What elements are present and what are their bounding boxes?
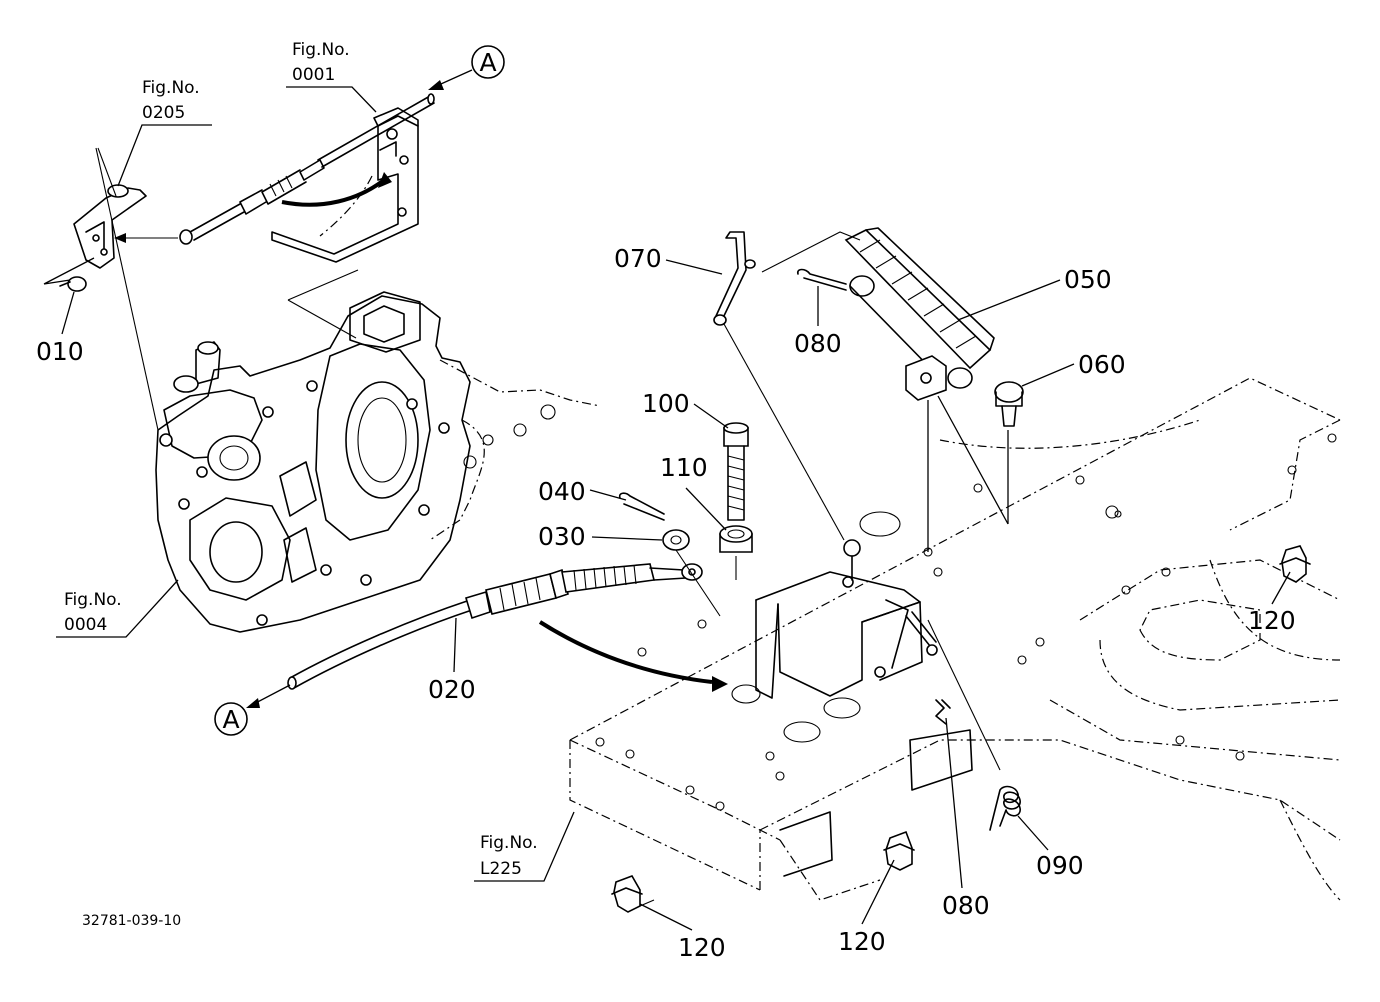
label-110: 110 — [660, 453, 727, 531]
label-060: 060 — [1021, 350, 1126, 387]
washer-030 — [662, 529, 721, 617]
part-number-120-middle: 120 — [838, 927, 886, 956]
rod-070 — [713, 231, 861, 541]
part-number-110: 110 — [660, 453, 708, 482]
label-120-left: 120 — [639, 903, 726, 962]
label-010: 010 — [36, 291, 84, 366]
part-number-060: 060 — [1078, 350, 1126, 379]
part-number-050: 050 — [1064, 265, 1112, 294]
label-040: 040 — [538, 477, 627, 506]
label-020: 020 — [428, 617, 476, 704]
part-number-080-upper: 080 — [794, 329, 842, 358]
bolt-100 — [723, 422, 749, 521]
upper-bracket — [271, 107, 419, 263]
fig-ref-0001: Fig.No. 0001 — [286, 40, 377, 113]
pin-080-upper — [796, 268, 847, 291]
bolt-010 — [43, 257, 95, 292]
label-030: 030 — [538, 522, 663, 551]
part-number-040: 040 — [538, 477, 586, 506]
spring-090 — [989, 785, 1021, 831]
drawing-code: 32781-039-10 — [82, 913, 181, 929]
assembly-arrows — [114, 172, 392, 243]
part-number-120-right: 120 — [1248, 606, 1296, 635]
fig-ref-0001-line2: 0001 — [292, 65, 335, 85]
clip-120-left — [611, 875, 655, 913]
label-120-middle: 120 — [838, 859, 895, 956]
part-number-070: 070 — [614, 244, 662, 273]
fig-ref-0205: Fig.No. 0205 — [117, 78, 212, 187]
part-number-020: 020 — [428, 675, 476, 704]
fig-ref-0004-line1: Fig.No. — [64, 590, 122, 610]
fig-ref-L225: Fig.No. L225 — [474, 811, 575, 882]
label-090: 090 — [1017, 815, 1084, 880]
part-number-120-left: 120 — [678, 933, 726, 962]
part-number-010: 010 — [36, 337, 84, 366]
label-100: 100 — [642, 389, 729, 429]
collar-110 — [719, 525, 753, 580]
part-number-100: 100 — [642, 389, 690, 418]
part-number-080-lower: 080 — [942, 891, 990, 920]
fig-ref-0001-line1: Fig.No. — [292, 40, 350, 60]
engine-block — [95, 147, 601, 633]
throttle-cable-020 — [246, 563, 728, 708]
label-080-upper: 080 — [794, 286, 842, 358]
clip-120-middle — [883, 830, 915, 871]
upper-cable-assembly — [179, 93, 435, 245]
pin-040 — [618, 492, 665, 521]
marker-letter-bottom: A — [222, 705, 239, 734]
pedal-bracket-060 — [905, 355, 1024, 552]
governor-lever — [73, 147, 147, 269]
label-070: 070 — [614, 244, 723, 275]
fig-ref-0205-line1: Fig.No. — [142, 78, 200, 98]
fig-ref-L225-line1: Fig.No. — [480, 833, 538, 853]
frame-plate — [569, 377, 1341, 901]
part-number-030: 030 — [538, 522, 586, 551]
throttle-link — [843, 539, 1001, 771]
connection-marker-bottom: A — [214, 702, 248, 736]
fig-ref-0004: Fig.No. 0004 — [56, 579, 179, 638]
connection-marker-top: A — [428, 45, 505, 90]
accelerator-pedal-050 — [844, 227, 995, 389]
label-120-right: 120 — [1248, 571, 1296, 635]
fig-ref-0205-line2: 0205 — [142, 103, 185, 123]
part-number-090: 090 — [1036, 851, 1084, 880]
pin-080-lower — [935, 699, 951, 725]
label-080-lower: 080 — [942, 717, 990, 920]
marker-letter-top: A — [479, 48, 496, 77]
fig-ref-0004-line2: 0004 — [64, 615, 107, 635]
fig-ref-L225-line2: L225 — [480, 859, 522, 879]
clip-120-right — [1279, 545, 1311, 583]
label-050: 050 — [957, 265, 1112, 321]
